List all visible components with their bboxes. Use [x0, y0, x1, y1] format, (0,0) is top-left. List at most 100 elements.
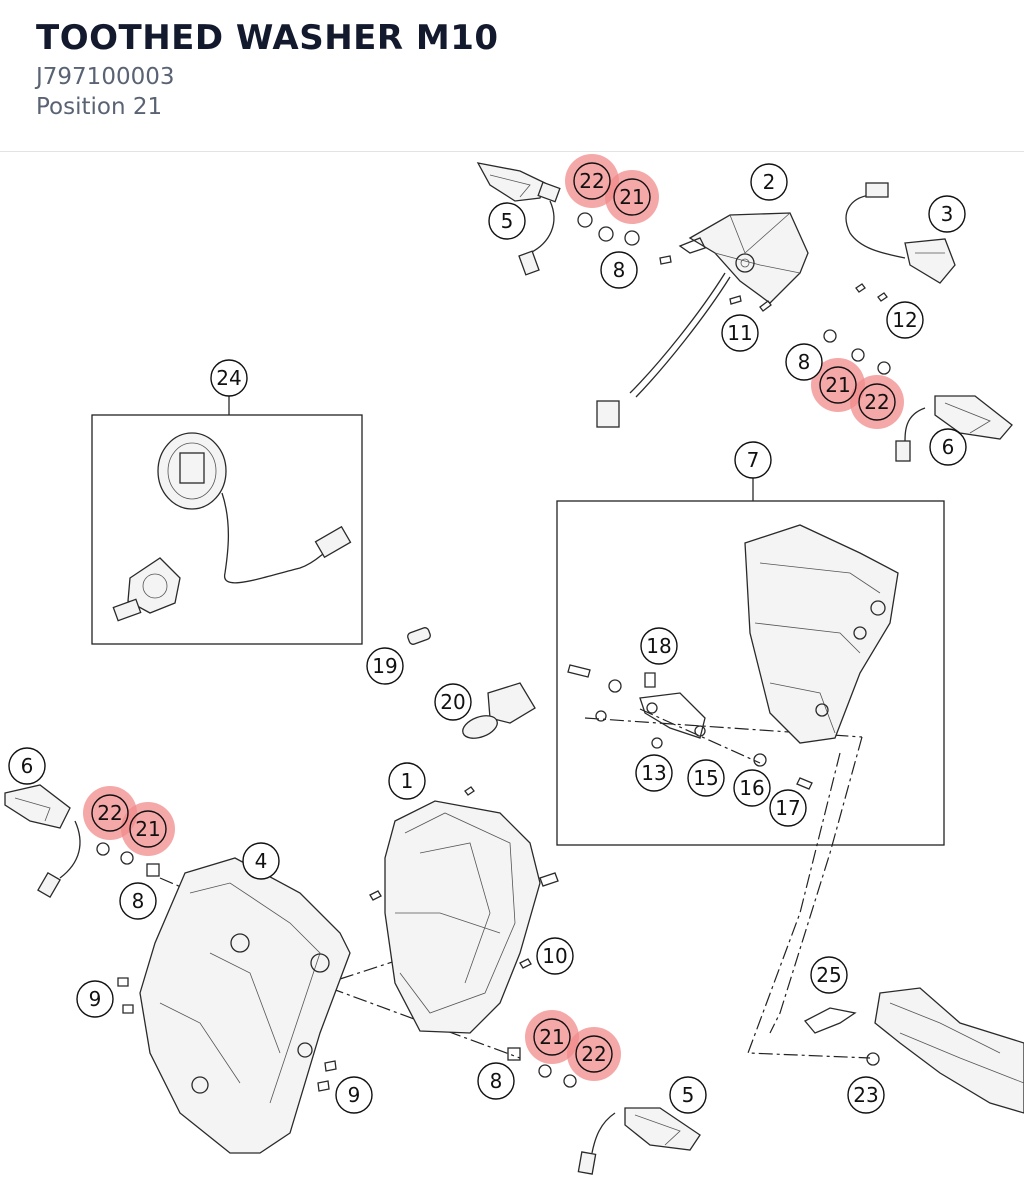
- callout-1[interactable]: 1: [388, 762, 426, 800]
- callout-number: 2: [763, 170, 776, 194]
- callout-number: 10: [542, 944, 567, 968]
- callout-circle: [600, 251, 638, 289]
- callout-18[interactable]: 18: [640, 627, 678, 665]
- callout-13[interactable]: 13: [635, 754, 673, 792]
- callout-circle: [119, 882, 157, 920]
- callout-circle: [928, 195, 966, 233]
- callout-9[interactable]: 9: [76, 980, 114, 1018]
- part-23-25-mount: [803, 987, 1024, 1114]
- callout-circle: [366, 647, 404, 685]
- callout-5[interactable]: 5: [669, 1076, 707, 1114]
- callout-number: 22: [581, 1042, 606, 1066]
- callout-circle: [819, 366, 857, 404]
- callout-number: 22: [864, 390, 889, 414]
- callout-circle: [858, 383, 896, 421]
- callout-24[interactable]: 24: [210, 359, 248, 397]
- callout-number: 6: [942, 435, 955, 459]
- callout-8[interactable]: 8: [600, 251, 638, 289]
- callout-circle: [810, 956, 848, 994]
- callout-number: 8: [132, 889, 145, 913]
- part-20-h4-bulb: [462, 682, 536, 739]
- callout-6[interactable]: 6: [8, 747, 46, 785]
- callout-highlighted-21[interactable]: 21: [129, 810, 167, 848]
- callout-17[interactable]: 17: [769, 789, 807, 827]
- callout-circle: [335, 1076, 373, 1114]
- callout-3[interactable]: 3: [928, 195, 966, 233]
- callout-number: 21: [539, 1025, 564, 1049]
- callout-8[interactable]: 8: [119, 882, 157, 920]
- callout-8[interactable]: 8: [785, 343, 823, 381]
- part-7-bracket: [744, 524, 899, 744]
- callout-circle: [533, 1018, 571, 1056]
- callout-number: 19: [372, 654, 397, 678]
- callout-number: 21: [825, 373, 850, 397]
- callout-number: 8: [798, 350, 811, 374]
- callout-number: 1: [401, 769, 414, 793]
- callout-circle: [929, 428, 967, 466]
- callout-number: 20: [440, 690, 465, 714]
- callout-2[interactable]: 2: [750, 163, 788, 201]
- part-number: J797100003: [36, 64, 175, 90]
- callout-number: 22: [579, 169, 604, 193]
- part-title: TOOTHED WASHER M10: [36, 18, 499, 58]
- callout-highlighted-22[interactable]: 22: [91, 794, 129, 832]
- callout-circle: [488, 202, 526, 240]
- callout-5[interactable]: 5: [488, 202, 526, 240]
- callout-highlighted-22[interactable]: 22: [575, 1035, 613, 1073]
- callout-circle: [388, 762, 426, 800]
- callout-highlighted-21[interactable]: 21: [819, 366, 857, 404]
- callout-8[interactable]: 8: [477, 1062, 515, 1100]
- callout-10[interactable]: 10: [536, 937, 574, 975]
- callout-16[interactable]: 16: [733, 769, 771, 807]
- callout-9[interactable]: 9: [335, 1076, 373, 1114]
- callout-23[interactable]: 23: [847, 1076, 885, 1114]
- part-6-indicator-right: [823, 329, 1013, 462]
- callout-highlighted-21[interactable]: 21: [613, 178, 651, 216]
- callout-circle: [687, 759, 725, 797]
- callout-number: 6: [21, 754, 34, 778]
- callout-number: 11: [727, 321, 752, 345]
- callout-number: 16: [739, 776, 764, 800]
- callout-highlighted-22[interactable]: 22: [858, 383, 896, 421]
- callout-circle: [536, 937, 574, 975]
- callout-number: 12: [892, 308, 917, 332]
- callout-15[interactable]: 15: [687, 759, 725, 797]
- callout-number: 8: [490, 1069, 503, 1093]
- callout-circle: [769, 789, 807, 827]
- callout-circle: [76, 980, 114, 1018]
- part-24-lamp-socket: [112, 432, 352, 622]
- callout-11[interactable]: 11: [721, 314, 759, 352]
- callout-7[interactable]: 7: [734, 441, 772, 479]
- callout-number: 13: [641, 761, 666, 785]
- part-4-front-fairing: [117, 857, 351, 1154]
- part-6-indicator-left: [4, 784, 160, 899]
- callout-circle: [129, 810, 167, 848]
- callout-number: 17: [775, 796, 800, 820]
- part-3-sensor: [845, 182, 956, 302]
- callout-number: 9: [89, 987, 102, 1011]
- part-5-indicator-bottom: [507, 1047, 701, 1175]
- callout-4[interactable]: 4: [242, 842, 280, 880]
- callout-circle: [575, 1035, 613, 1073]
- page-header: TOOTHED WASHER M10 J797100003 Position 2…: [0, 0, 1024, 152]
- callout-circle: [785, 343, 823, 381]
- group-box-7: [556, 500, 945, 846]
- callout-19[interactable]: 19: [366, 647, 404, 685]
- callout-highlighted-21[interactable]: 21: [533, 1018, 571, 1056]
- callout-25[interactable]: 25: [810, 956, 848, 994]
- callout-circle: [721, 314, 759, 352]
- callout-number: 21: [619, 185, 644, 209]
- callout-12[interactable]: 12: [886, 301, 924, 339]
- callout-20[interactable]: 20: [434, 683, 472, 721]
- callout-6[interactable]: 6: [929, 428, 967, 466]
- callout-number: 15: [693, 766, 718, 790]
- highlight-halo-c22d: [567, 1027, 621, 1081]
- callout-circle: [886, 301, 924, 339]
- callout-circle: [242, 842, 280, 880]
- highlight-halo-c21d: [525, 1010, 579, 1064]
- part-5-indicator-top: [476, 162, 561, 276]
- callout-circle: [434, 683, 472, 721]
- callout-highlighted-22[interactable]: 22: [573, 162, 611, 200]
- callout-number: 25: [816, 963, 841, 987]
